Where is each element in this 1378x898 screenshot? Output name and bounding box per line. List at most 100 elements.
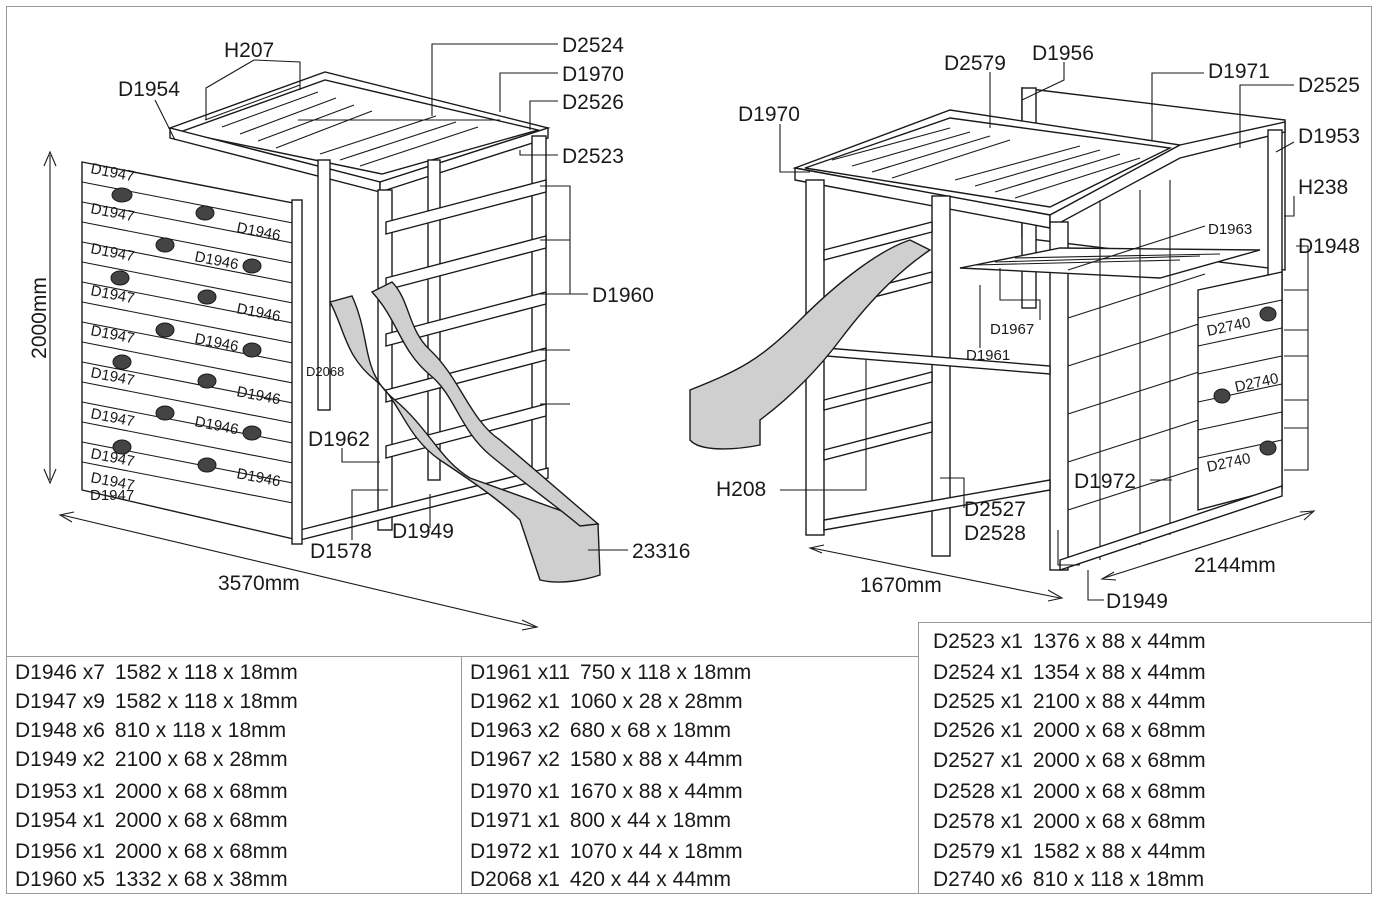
board-label: D1947 — [90, 487, 134, 504]
left-slide-rail — [370, 281, 600, 527]
parts-row: D2579 x1 1582 x 88 x 44mm — [933, 840, 1206, 864]
right-platform-boards — [974, 253, 1221, 266]
part-dims: 2000 x 68 x 68mm — [114, 840, 288, 863]
right-slide — [689, 239, 932, 450]
right-leader-lines — [779, 62, 1309, 601]
parts-row: D2525 x1 2100 x 88 x 44mm — [933, 690, 1206, 714]
part-dims: 1354 x 88 x 44mm — [1032, 661, 1206, 684]
parts-row: D2740 x6 810 x 118 x 18mm — [933, 868, 1204, 892]
parts-row: D1946 x7 1582 x 118 x 18mm — [15, 661, 298, 685]
label-D2523: D2523 — [562, 145, 624, 168]
label-D1948: D1948 — [1298, 235, 1360, 258]
part-dims: 2100 x 88 x 44mm — [1032, 690, 1206, 713]
left-roof-inner — [177, 79, 541, 175]
left-monkey-bars — [204, 84, 500, 167]
part-code: D1953 x1 — [15, 780, 105, 803]
climbing-wall-edge — [291, 199, 303, 545]
label-D1960: D1960 — [592, 284, 654, 307]
part-dims: 2000 x 68 x 68mm — [114, 809, 288, 832]
part-dims: 1332 x 68 x 38mm — [114, 868, 288, 891]
part-dims: 2000 x 68 x 68mm — [1032, 780, 1206, 803]
part-dims: 2100 x 68 x 28mm — [114, 748, 288, 771]
part-code: D1960 x5 — [15, 868, 105, 891]
part-code: D2525 x1 — [933, 690, 1023, 713]
part-code: D1971 x1 — [470, 809, 560, 832]
label-D1962: D1962 — [308, 428, 370, 451]
part-code: D1948 x6 — [15, 719, 105, 742]
part-dims: 1582 x 118 x 18mm — [114, 661, 298, 684]
part-code: D1961 x11 — [470, 661, 571, 684]
label-D1967: D1967 — [990, 321, 1034, 338]
right-climbing-grid — [1067, 180, 1206, 560]
left-dimension-lines — [43, 150, 539, 631]
label-D2527: D2527 — [964, 498, 1026, 521]
parts-row: D1970 x1 1670 x 88 x 44mm — [470, 780, 743, 804]
right-assembly-view: 1670mm 2144mm D2579 D1956 D1971 D2525 — [689, 42, 1360, 613]
part-code: D1970 x1 — [470, 780, 560, 803]
right-roof-inner — [804, 117, 1173, 208]
part-code: D2740 x6 — [933, 868, 1023, 891]
right-grip — [1213, 388, 1231, 404]
part-dims: 800 x 44 x 18mm — [569, 809, 731, 832]
label-D1971: D1971 — [1208, 60, 1270, 83]
part-dims: 680 x 68 x 18mm — [569, 719, 731, 742]
label-H208: H208 — [716, 478, 766, 501]
parts-row: D1948 x6 810 x 118 x 18mm — [15, 719, 286, 743]
part-code: D2068 x1 — [470, 868, 560, 891]
part-dims: 1582 x 118 x 18mm — [114, 690, 298, 713]
part-dims: 1070 x 44 x 18mm — [569, 840, 743, 863]
label-D2579: D2579 — [944, 52, 1006, 75]
part-code: D2528 x1 — [933, 780, 1023, 803]
left-slide — [328, 295, 601, 583]
label-D1956: D1956 — [1032, 42, 1094, 65]
label-D1954: D1954 — [118, 78, 180, 101]
assembly-drawing: D1947 D1947 D1946 D1947 D1946 D1947 D194… — [28, 34, 1360, 631]
right-monkey-bars — [831, 127, 1141, 199]
part-dims: 810 x 118 x 18mm — [114, 719, 287, 742]
part-code: D1949 x2 — [15, 748, 105, 771]
right-platform — [959, 247, 1261, 279]
label-D1953: D1953 — [1298, 125, 1360, 148]
label-D2068: D2068 — [306, 364, 344, 379]
left-front-post — [377, 189, 393, 531]
part-dims: 1582 x 88 x 44mm — [1032, 840, 1206, 863]
part-code: D1963 x2 — [470, 719, 560, 742]
label-D1949-right: D1949 — [1106, 590, 1168, 613]
part-dims: 810 x 118 x 18mm — [1032, 868, 1205, 891]
label-23316: 23316 — [632, 540, 690, 563]
label-D2528: D2528 — [964, 522, 1026, 545]
length-dimension: 3570mm — [218, 572, 300, 595]
part-dims: 750 x 118 x 18mm — [580, 661, 752, 684]
label-D1963: D1963 — [1208, 221, 1252, 238]
label-D2524: D2524 — [562, 34, 624, 57]
part-code: D1946 x7 — [15, 661, 105, 684]
part-code: D1956 x1 — [15, 840, 105, 863]
part-dims: 1580 x 88 x 44mm — [569, 748, 743, 771]
part-code: D2579 x1 — [933, 840, 1023, 863]
label-H238: H238 — [1298, 176, 1348, 199]
part-code: D1972 x1 — [470, 840, 560, 863]
part-dims: 1670 x 88 x 44mm — [569, 780, 743, 803]
parts-row: D1947 x9 1582 x 118 x 18mm — [15, 690, 298, 714]
right-floor-beam — [1059, 485, 1283, 571]
left-leader-lines — [154, 43, 628, 551]
depth-dimension: 2144mm — [1194, 554, 1276, 577]
part-code: D1947 x9 — [15, 690, 105, 713]
right-side-wall-boards — [1197, 299, 1283, 459]
label-D2526: D2526 — [562, 91, 624, 114]
climbing-grips — [110, 187, 262, 473]
part-dims: 1060 x 28 x 28mm — [569, 690, 743, 713]
label-D1970: D1970 — [562, 63, 624, 86]
label-D1961: D1961 — [966, 347, 1010, 364]
parts-row: D1971 x1 800 x 44 x 18mm — [470, 809, 731, 833]
